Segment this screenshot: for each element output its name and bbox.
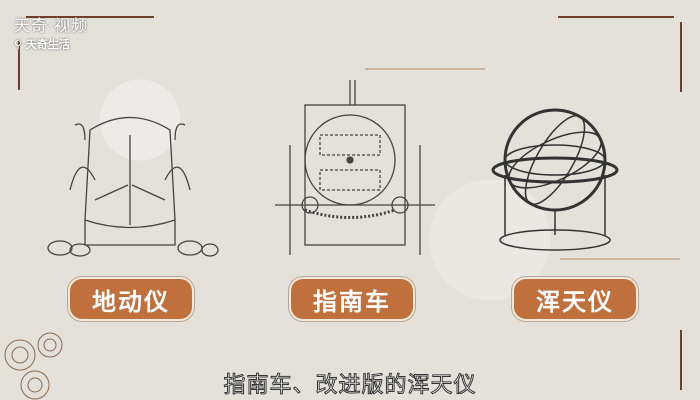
deco-line: [560, 258, 680, 260]
chariot-illustration: [275, 80, 435, 255]
label-armillary-sphere: 浑天仪: [512, 277, 638, 321]
watermark-title: 天奇·视频: [14, 16, 89, 35]
subtitle: 指南车、改进版的浑天仪: [223, 373, 477, 399]
deco-line: [365, 68, 485, 70]
watermark-sub: 天奇生活: [25, 38, 70, 51]
armillary-sphere-illustration: [491, 108, 619, 251]
label-chariot: 指南车: [289, 277, 415, 321]
frame-top-right: [558, 16, 674, 18]
frame-right: [680, 22, 682, 92]
frame-left: [18, 40, 20, 90]
search-icon: ⚲: [14, 38, 23, 51]
seismograph-illustration: [47, 116, 219, 257]
cloud-decoration: [4, 332, 63, 400]
frame-bottom-right: [680, 330, 682, 390]
label-seismograph: 地动仪: [68, 277, 194, 321]
watermark: 天奇·视频 ⚲ 天奇生活: [14, 12, 88, 52]
frame-top-left: [26, 16, 154, 18]
